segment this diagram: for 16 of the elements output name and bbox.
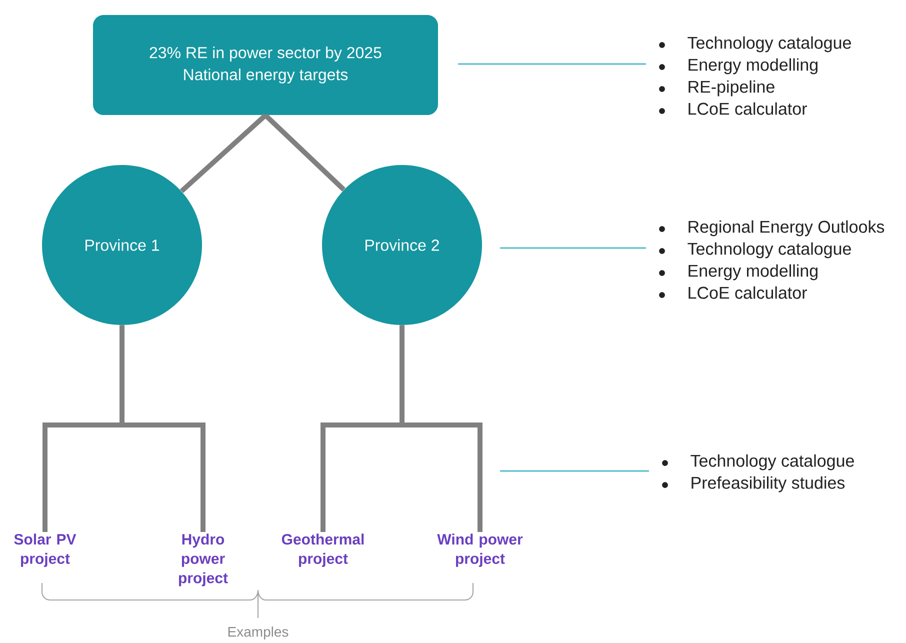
project-label: Wind power project <box>437 534 523 567</box>
bullet-list: Technology catalogue Energy modelling RE-pipeline LCoE calculator <box>688 36 851 115</box>
connector-line <box>264 113 346 192</box>
leader-line <box>500 247 646 249</box>
tree-connector <box>120 325 206 532</box>
leader-line <box>500 470 649 472</box>
brace-caption: Examples <box>228 626 288 640</box>
project-label: Solar PV project <box>14 534 76 567</box>
bullet-list: Technology catalogue Prefeasibility studies <box>690 454 854 492</box>
project-label: Hydro power project <box>178 534 228 586</box>
bullet-list: Regional Energy Outlooks Technology catalogue Energy modelling LCoE calculator <box>688 220 884 299</box>
tree-connector <box>400 325 482 532</box>
leader-line <box>458 63 646 65</box>
target-box: 23% RE in power sector by 2025 National energy targets <box>93 15 438 115</box>
connector-line <box>180 113 268 194</box>
project-label: Geothermal project <box>282 534 364 567</box>
